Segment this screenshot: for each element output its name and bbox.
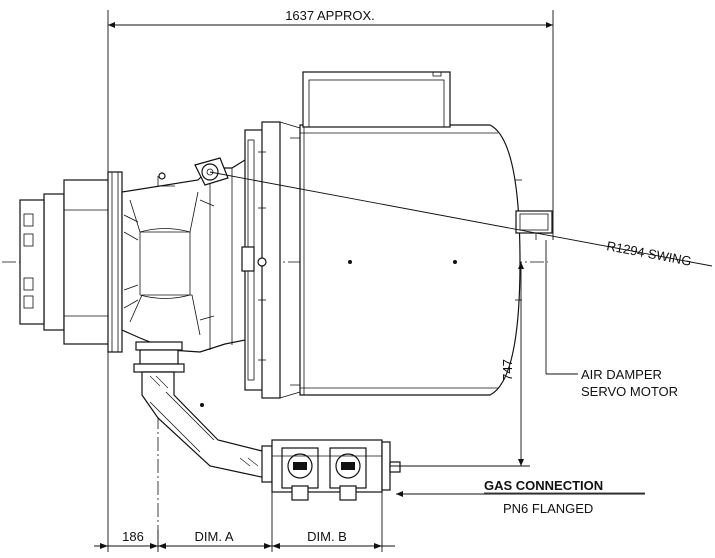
gas-connection-label: GAS CONNECTION [484, 478, 603, 493]
center-flange [241, 121, 301, 399]
dim-b-label: DIM. B [307, 529, 347, 544]
bottom-dimensions: 186 DIM. A DIM. B [94, 355, 395, 552]
height-dimension-label: 747 [500, 359, 515, 381]
motor-top-box [302, 71, 451, 128]
dim-186-label: 186 [122, 529, 144, 544]
mounting-flange [107, 171, 123, 353]
swing-radius-label: R1294 SWING [605, 238, 692, 269]
blast-tube [19, 179, 113, 345]
gas-valve-train [261, 439, 401, 501]
overall-length-label: 1637 APPROX. [285, 8, 375, 23]
air-damper-label-1: AIR DAMPER [581, 367, 662, 382]
gas-connection-callout: GAS CONNECTION PN6 FLANGED [396, 478, 645, 516]
air-damper-label-2: SERVO MOTOR [581, 384, 678, 399]
dim-a-label: DIM. A [194, 529, 233, 544]
gas-connection-sublabel: PN6 FLANGED [503, 501, 593, 516]
air-damper-servo [515, 210, 553, 240]
height-dimension: 747 [390, 262, 530, 467]
gas-pipe [133, 341, 267, 479]
air-inlet-housing [121, 134, 259, 363]
air-damper-callout: AIR DAMPER SERVO MOTOR [545, 240, 678, 399]
motor-housing [290, 124, 522, 396]
